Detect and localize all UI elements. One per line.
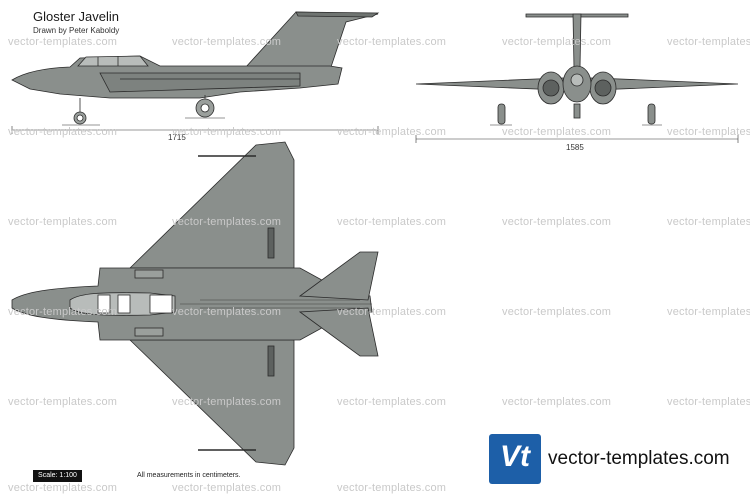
brand-logo: Vt	[489, 434, 541, 484]
watermark: vector-templates.com	[337, 216, 447, 228]
scale-badge: Scale: 1:100	[33, 470, 82, 482]
watermark: vector-templates.com	[8, 216, 118, 228]
brand-site: vector-templates.com	[548, 448, 730, 469]
watermark: vector-templates.com	[502, 306, 612, 318]
watermark: vector-templates.com	[667, 216, 750, 228]
watermark: vector-templates.com	[337, 306, 447, 318]
watermark: vector-templates.com	[337, 482, 447, 494]
span-value: 1585	[566, 143, 584, 152]
front-view	[415, 13, 739, 126]
watermark: vector-templates.com	[172, 36, 282, 48]
watermark: vector-templates.com	[172, 482, 282, 494]
span-dimension-line	[415, 135, 739, 143]
brand-logo-text: Vt	[500, 440, 530, 473]
watermark: vector-templates.com	[667, 36, 750, 48]
watermark: vector-templates.com	[8, 36, 118, 48]
watermark: vector-templates.com	[337, 36, 447, 48]
watermark: vector-templates.com	[337, 126, 447, 138]
watermark: vector-templates.com	[337, 396, 447, 408]
watermark: vector-templates.com	[8, 482, 118, 494]
measurement-note: All measurements in centimeters.	[137, 472, 241, 479]
top-view-tailplane-left	[298, 251, 379, 301]
watermark: vector-templates.com	[502, 396, 612, 408]
watermark: vector-templates.com	[172, 306, 282, 318]
length-dimension-line	[11, 126, 379, 134]
watermark: vector-templates.com	[667, 306, 750, 318]
watermark: vector-templates.com	[502, 216, 612, 228]
author-credit: Drawn by Peter Kaboldy	[33, 26, 120, 35]
watermark: vector-templates.com	[502, 126, 612, 138]
top-view-tailplane-right	[298, 307, 379, 357]
length-value: 1715	[168, 133, 186, 142]
watermark: vector-templates.com	[8, 306, 118, 318]
side-view	[11, 11, 380, 126]
watermark: vector-templates.com	[8, 396, 118, 408]
watermark: vector-templates.com	[502, 36, 612, 48]
top-view	[11, 141, 379, 466]
watermark: vector-templates.com	[172, 216, 282, 228]
watermark: vector-templates.com	[8, 126, 118, 138]
watermark: vector-templates.com	[172, 126, 282, 138]
page-title: Gloster Javelin	[33, 9, 119, 24]
watermark: vector-templates.com	[172, 396, 282, 408]
watermark: vector-templates.com	[667, 126, 750, 138]
watermark: vector-templates.com	[667, 396, 750, 408]
